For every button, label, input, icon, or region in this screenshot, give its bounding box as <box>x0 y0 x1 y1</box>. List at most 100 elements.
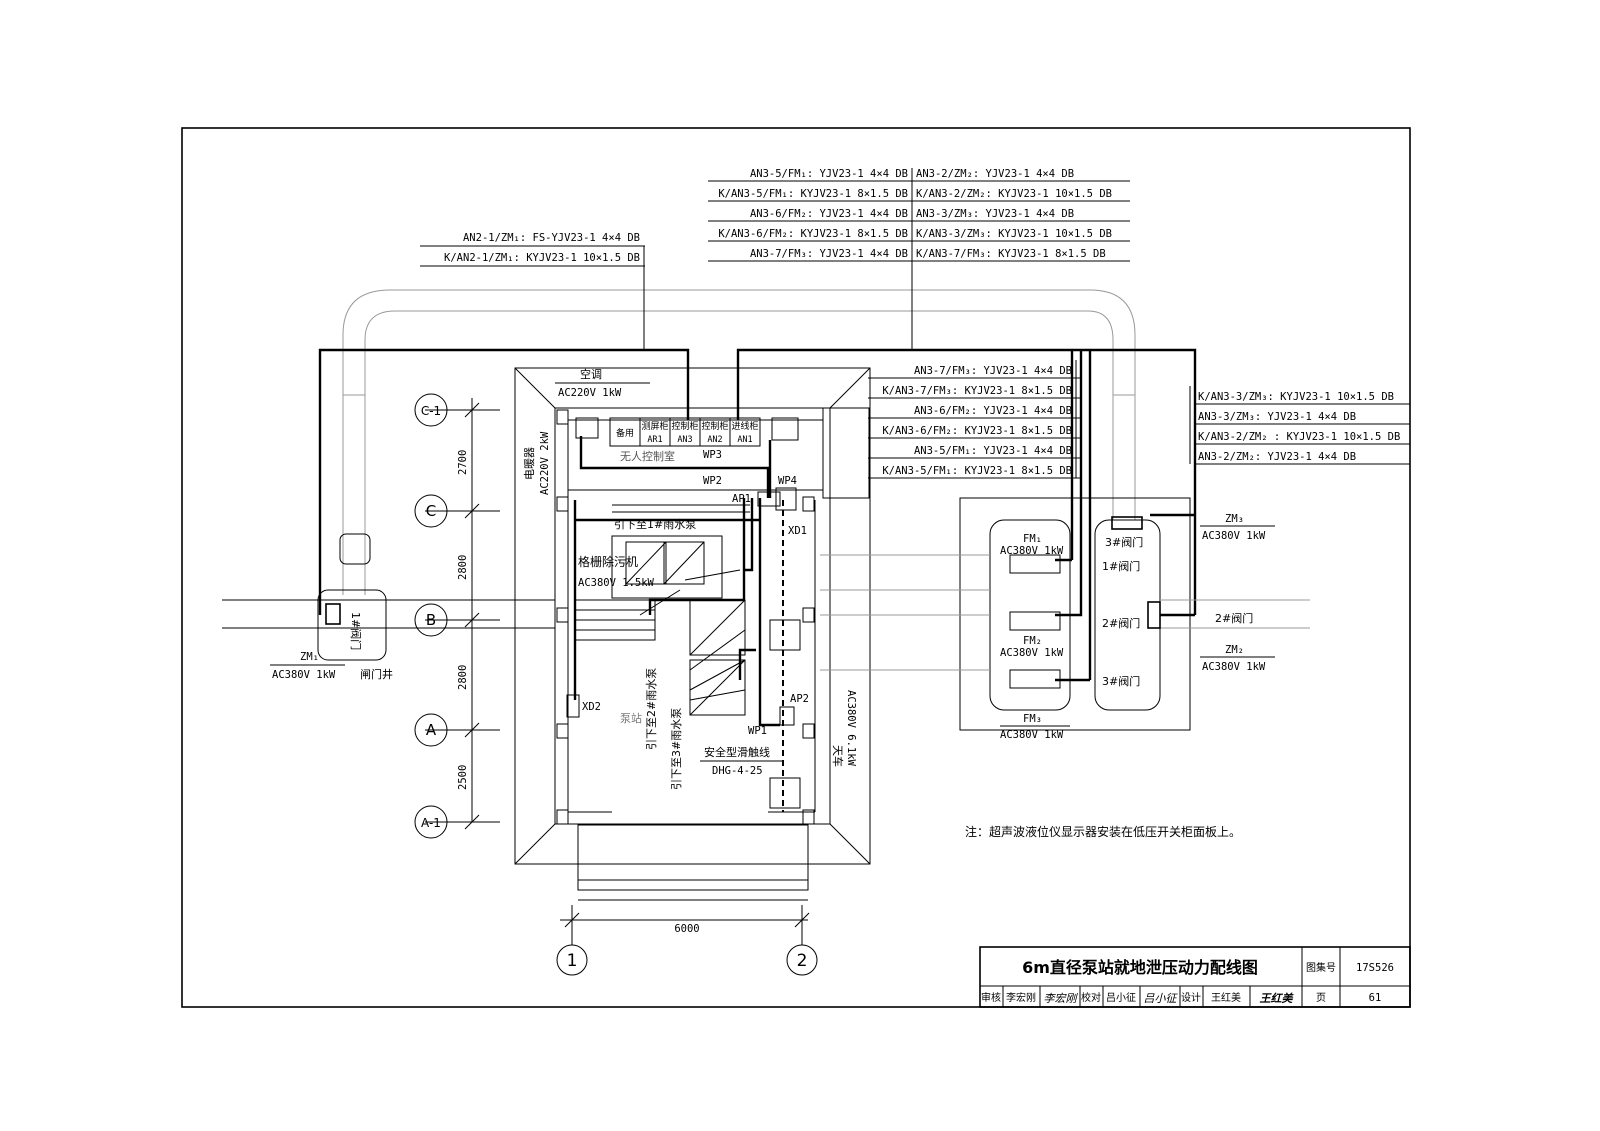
cable-label: K/AN2-1/ZM₁: KYJV23-1 10×1.5 DB <box>444 252 640 264</box>
crane-power: AC380V 6.1kW <box>845 690 857 767</box>
valve3-top-label: 3#阀门 <box>1105 535 1143 549</box>
zm2-power: AC380V 1kW <box>1202 661 1266 673</box>
cabinet-code: AN1 <box>737 435 752 445</box>
top-left-cable-block: AN2-1/ZM₁: FS-YJV23-1 4×4 DB K/AN2-1/ZM₁… <box>420 232 645 350</box>
cabinet-name: 备用 <box>616 427 634 439</box>
cable-label: AN3-3/ZM₃: YJV23-1 4×4 DB <box>1198 411 1356 423</box>
fm1-label: FM₁ <box>1023 533 1042 545</box>
mid-cable-block: AN3-7/FM₃: YJV23-1 4×4 DB K/AN3-7/FM₃: K… <box>868 360 1080 479</box>
axis-row-label: B <box>426 611 436 629</box>
cable-label: K/AN3-6/FM₂: KYJV23-1 8×1.5 DB <box>718 228 908 240</box>
cabinet-name: 控制柜 <box>701 420 728 432</box>
cable-label: AN3-6/FM₂: YJV23-1 4×4 DB <box>914 405 1072 417</box>
fm2-power: AC380V 1kW <box>1000 647 1064 659</box>
row-dimension: 2800 <box>457 555 469 580</box>
cable-label: AN3-5/FM₁: YJV23-1 4×4 DB <box>750 168 908 180</box>
pump-station-building <box>514 367 871 901</box>
cabinet-code: AN2 <box>707 435 722 445</box>
cabinet-name: 控制柜 <box>671 420 698 432</box>
zm2-label: ZM₂ <box>1225 644 1244 656</box>
cable-label: K/AN3-3/ZM₃: KYJV23-1 10×1.5 DB <box>916 228 1112 240</box>
cable-runs <box>318 348 1197 727</box>
cable-label: K/AN3-5/FM₁: KYJV23-1 8×1.5 DB <box>718 188 908 200</box>
reviewer-signature: 李宏刚 <box>1044 992 1079 1005</box>
zm3-label: ZM₃ <box>1225 513 1244 525</box>
zm1-label: ZM₁ <box>300 651 319 663</box>
cabinet-name: 进线柜 <box>731 420 758 432</box>
atlas-label: 图集号 <box>1306 961 1336 974</box>
screen-cleaner-label: 格栅除污机 <box>578 554 638 569</box>
xd1-label: XD1 <box>788 525 807 537</box>
aircon-power: AC220V 1kW <box>558 387 622 399</box>
valve3-label: 3#阀门 <box>1102 674 1140 688</box>
check-label: 校对 <box>1081 991 1101 1004</box>
cable-label: K/AN3-7/FM₃: KYJV23-1 8×1.5 DB <box>916 248 1106 260</box>
row-dimension: 2500 <box>457 765 469 790</box>
cable-label: K/AN3-3/ZM₃: KYJV23-1 10×1.5 DB <box>1198 391 1394 403</box>
cable-label: K/AN3-2/ZM₂ : KYJV23-1 10×1.5 DB <box>1198 431 1400 443</box>
right-valve-area: FM₁ AC380V 1kW FM₂ AC380V 1kW FM₃ AC380V… <box>820 497 1310 741</box>
reviewer-name: 李宏刚 <box>1006 991 1036 1004</box>
cable-label: AN3-3/ZM₃: YJV23-1 4×4 DB <box>916 208 1074 220</box>
axis-row-label: A-1 <box>421 816 441 830</box>
fm3-label: FM₃ <box>1023 713 1042 725</box>
left-valve-well: 1#阀门 ZM₁ AC380V 1kW 闸门井 <box>222 533 555 681</box>
aircon-label: 空调 <box>580 367 602 381</box>
atlas-number: 17S526 <box>1356 962 1394 974</box>
cable-label: AN3-7/FM₃: YJV23-1 4×4 DB <box>914 365 1072 377</box>
heater-label: 电暖器 <box>523 447 536 480</box>
top-center-cable-block: AN3-5/FM₁: YJV23-1 4×4 DB K/AN3-5/FM₁: K… <box>708 168 1130 350</box>
checker-signature: 吕小征 <box>1144 992 1179 1005</box>
zm1-power: AC380V 1kW <box>272 669 336 681</box>
cable-label: AN3-6/FM₂: YJV23-1 4×4 DB <box>750 208 908 220</box>
cable-label: AN3-7/FM₃: YJV23-1 4×4 DB <box>750 248 908 260</box>
cabinet-code: AR1 <box>647 435 662 445</box>
wp2-label: WP2 <box>703 475 722 487</box>
wp1-label: WP1 <box>748 725 767 737</box>
valve2-label: 2#阀门 <box>1102 616 1140 630</box>
right-cable-block: K/AN3-3/ZM₃: KYJV23-1 10×1.5 DB AN3-3/ZM… <box>1189 386 1410 465</box>
cable-label: AN3-2/ZM₂: YJV23-1 4×4 DB <box>916 168 1074 180</box>
fm3-power: AC380V 1kW <box>1000 729 1064 741</box>
ap2-label: AP2 <box>790 693 809 705</box>
pump-station-label: 泵站 <box>620 711 642 725</box>
row-dimension: 2800 <box>457 665 469 690</box>
fm1-power: AC380V 1kW <box>1000 545 1064 557</box>
note-text: 注：超声波液位仪显示器安装在低压开关柜面板上。 <box>965 824 1241 839</box>
row-dimension: 2700 <box>457 450 469 475</box>
pump3-label: 引下至3#雨水泵 <box>669 708 683 790</box>
design-label: 设计 <box>1181 991 1201 1004</box>
valve2-out-label: 2#阀门 <box>1215 611 1253 625</box>
pump1-label: 引下至1#雨水泵 <box>614 517 696 531</box>
pump2-label: 引下至2#雨水泵 <box>644 668 658 750</box>
pipe-loop <box>342 289 1136 595</box>
cable-label: K/AN3-2/ZM₂: KYJV23-1 10×1.5 DB <box>916 188 1112 200</box>
cable-label: AN2-1/ZM₁: FS-YJV23-1 4×4 DB <box>463 232 640 244</box>
axis-col-label: 1 <box>567 951 578 971</box>
cable-label: AN3-5/FM₁: YJV23-1 4×4 DB <box>914 445 1072 457</box>
checker-name: 吕小征 <box>1106 992 1136 1004</box>
valve-well-label: 闸门井 <box>360 667 393 681</box>
page-label: 页 <box>1316 992 1326 1004</box>
title-block: 6m直径泵站就地泄压动力配线图 图集号 17S526 审核 李宏刚 李宏刚 校对… <box>979 946 1411 1008</box>
wp4-label: WP4 <box>778 475 797 487</box>
left-valve-label: 1#阀门 <box>349 612 363 650</box>
pump-feed-leaders <box>639 569 746 701</box>
equipment-outlines <box>574 535 801 809</box>
cable-label: AN3-2/ZM₂: YJV23-1 4×4 DB <box>1198 451 1356 463</box>
drawing-frame <box>181 127 1411 1008</box>
col-dimension: 6000 <box>674 923 699 935</box>
axis-row-label: C <box>426 502 436 520</box>
grid-axes: C-1 C B A A-1 2700 2800 2800 2500 6000 1… <box>414 393 818 976</box>
crane-label: 天车 <box>831 745 845 767</box>
trolley-model: DHG-4-25 <box>712 765 763 777</box>
cable-label: K/AN3-6/FM₂: KYJV23-1 8×1.5 DB <box>882 425 1072 437</box>
cable-label: K/AN3-5/FM₁: KYJV23-1 8×1.5 DB <box>882 465 1072 477</box>
page-number: 61 <box>1369 992 1382 1004</box>
ap1-label: AP1 <box>732 493 751 505</box>
screen-power: AC380V 1.5kW <box>578 577 655 589</box>
cabinet-name: 测屏柜 <box>641 420 668 432</box>
axis-row-label: A <box>426 721 437 739</box>
xd2-label: XD2 <box>582 701 601 713</box>
